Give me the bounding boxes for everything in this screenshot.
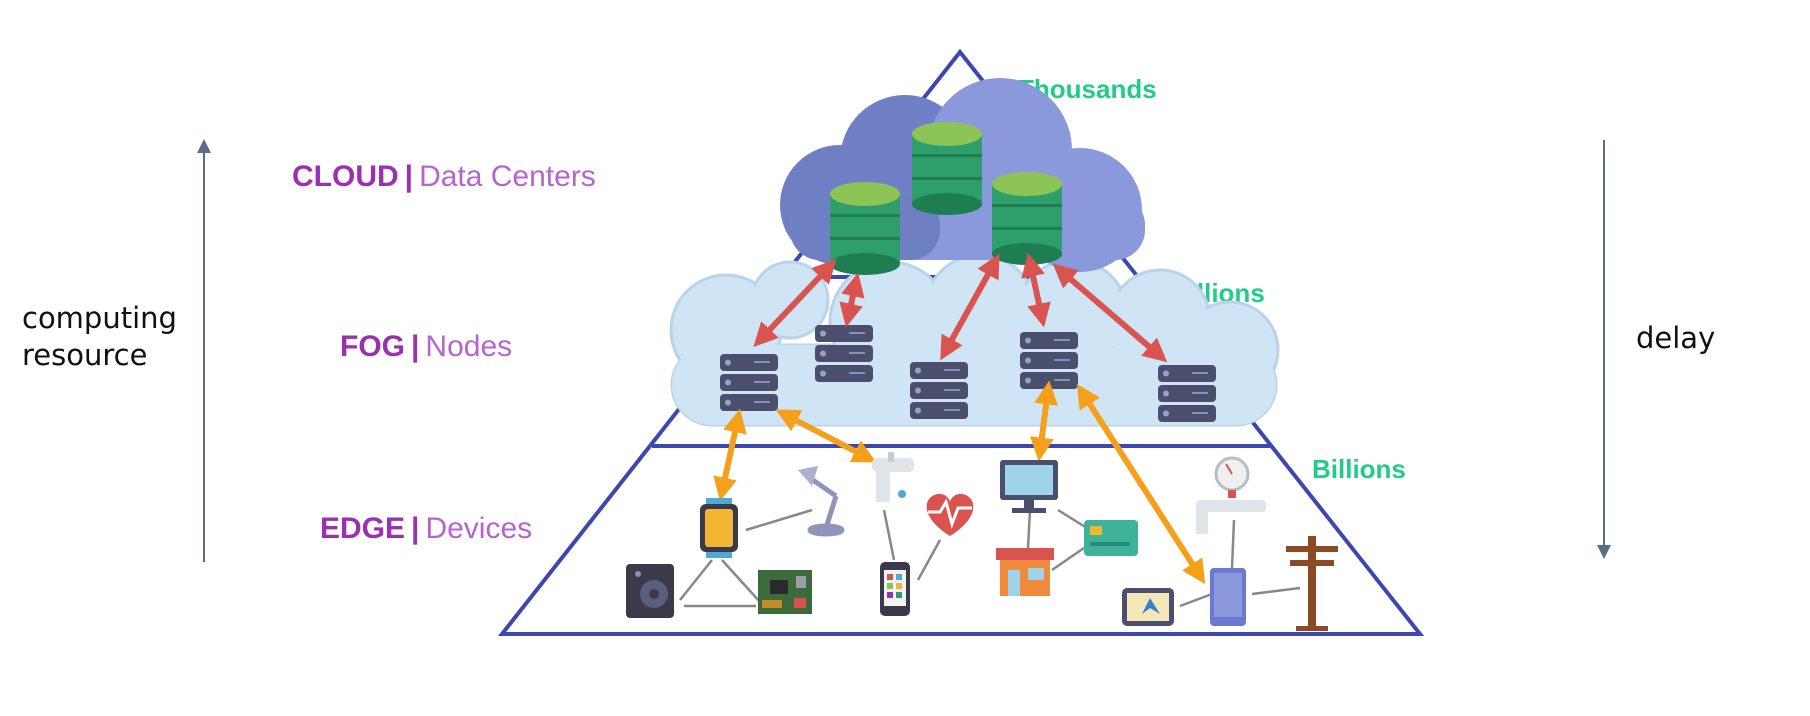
edge-layer-label: EDGE|Devices xyxy=(320,512,533,545)
server-icon xyxy=(1019,331,1079,390)
cloud-layer-label: CLOUD|Data Centers xyxy=(292,160,596,193)
server-icon xyxy=(1157,364,1217,423)
delay-label: delay xyxy=(1636,321,1716,355)
smartwatch-icon xyxy=(700,498,738,558)
cloud-fog-arrows xyxy=(753,252,1168,363)
smartphone-icon xyxy=(880,562,910,616)
fog-layer-label: FOG|Nodes xyxy=(340,330,513,363)
database-icon xyxy=(830,182,900,275)
database-icon xyxy=(912,122,982,215)
tablet-icon xyxy=(1210,568,1246,626)
store-icon xyxy=(996,548,1054,596)
server-icon xyxy=(909,361,969,420)
edge-count: Billions xyxy=(1312,454,1406,484)
lamp-icon xyxy=(798,466,845,537)
database-icon xyxy=(992,172,1062,265)
power-pole-icon xyxy=(1286,536,1338,631)
pressure-gauge-icon xyxy=(1196,456,1266,534)
faucet-icon xyxy=(872,452,914,502)
server-icon xyxy=(719,353,779,412)
server-icon xyxy=(814,324,874,383)
heart-rate-icon xyxy=(926,493,974,536)
gps-tablet-icon xyxy=(1122,588,1174,626)
speaker-icon xyxy=(626,564,674,618)
monitor-icon xyxy=(1000,460,1058,513)
circuit-board-icon xyxy=(758,570,812,614)
fog-edge-arrows xyxy=(713,380,1206,585)
credit-card-icon xyxy=(1084,520,1138,556)
computing-resource-label: computing resource xyxy=(22,301,177,373)
